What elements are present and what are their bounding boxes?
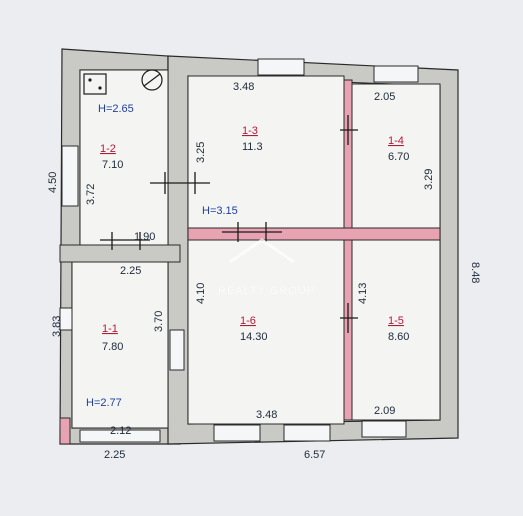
dim-1-4-height: 3.29 bbox=[423, 169, 435, 190]
height-label-1-1: H=2.77 bbox=[86, 397, 122, 409]
room-area-1-6: 14.30 bbox=[240, 331, 268, 343]
window-left-1-1 bbox=[59, 307, 73, 331]
watermark-brand: REALTY GROUP bbox=[218, 285, 315, 297]
dim-left-outer: 4.50 bbox=[47, 172, 59, 193]
dim-1-5-height: 4.13 bbox=[357, 283, 369, 304]
partition-horizontal bbox=[187, 227, 441, 241]
stove-icon bbox=[83, 73, 107, 95]
dim-1-1-height-outer: 3.83 bbox=[51, 316, 63, 337]
dim-top-1-3: 3.48 bbox=[233, 81, 254, 93]
room-1-6 bbox=[187, 239, 345, 425]
room-1-4 bbox=[351, 83, 441, 229]
room-area-1-3: 11.3 bbox=[242, 141, 263, 153]
dim-bottom-1-6: 3.48 bbox=[256, 409, 277, 421]
window-bottom-1-6 bbox=[213, 424, 261, 442]
watermark-house-icon bbox=[229, 238, 295, 264]
door-1-2-1-3 bbox=[150, 172, 210, 194]
boiler-icon bbox=[141, 69, 163, 91]
door-1-6-1-5 bbox=[340, 303, 358, 333]
dim-1-3-height: 3.25 bbox=[195, 142, 207, 163]
room-id-1-2: 1-2 bbox=[100, 143, 116, 155]
dim-1-6-height: 4.10 bbox=[195, 283, 207, 304]
window-bottom-1-5 bbox=[361, 420, 407, 438]
dim-bottom-outer-main: 6.57 bbox=[304, 449, 325, 461]
room-id-1-1: 1-1 bbox=[102, 323, 118, 335]
door-1-3-1-4 bbox=[340, 115, 358, 145]
room-1-5 bbox=[351, 239, 441, 421]
window-top-1-3 bbox=[257, 58, 305, 76]
room-id-1-6: 1-6 bbox=[240, 315, 256, 327]
window-top-1-4 bbox=[373, 65, 419, 83]
door-1-2-1-1 bbox=[100, 232, 150, 250]
room-1-2 bbox=[79, 69, 169, 246]
room-id-1-3: 1-3 bbox=[242, 125, 258, 137]
dim-bottom-1-5: 2.09 bbox=[374, 405, 395, 417]
room-1-1 bbox=[71, 261, 169, 429]
window-bottom-1-1 bbox=[79, 429, 161, 443]
room-area-1-4: 6.70 bbox=[388, 151, 409, 163]
room-id-1-5: 1-5 bbox=[388, 315, 404, 327]
dim-bottom-outer-annex: 2.25 bbox=[104, 449, 125, 461]
height-label-main: H=3.15 bbox=[202, 205, 238, 217]
room-id-1-4: 1-4 bbox=[388, 135, 404, 147]
window-side-1-1 bbox=[169, 329, 185, 371]
dim-1-1-width-bottom: 2.12 bbox=[110, 425, 131, 437]
room-area-1-1: 7.80 bbox=[102, 341, 123, 353]
dim-1-1-height: 3.70 bbox=[153, 311, 165, 332]
corner-pink-block bbox=[59, 417, 71, 445]
height-label-1-2: H=2.65 bbox=[98, 103, 134, 115]
partition-vertical bbox=[343, 79, 353, 421]
room-1-3 bbox=[187, 75, 345, 229]
room-area-1-5: 8.60 bbox=[388, 331, 409, 343]
dim-top-1-4: 2.05 bbox=[374, 91, 395, 103]
window-left-1-2 bbox=[61, 145, 79, 207]
dim-1-2-height: 3.72 bbox=[85, 184, 97, 205]
dim-1-1-width-top: 2.25 bbox=[120, 265, 141, 277]
door-1-6-hall bbox=[222, 222, 282, 242]
room-area-1-2: 7.10 bbox=[102, 159, 123, 171]
watermark: REALTY GROUP bbox=[218, 238, 315, 297]
wall-between-annex-rooms bbox=[59, 244, 181, 263]
window-bottom-1-6b bbox=[283, 424, 331, 442]
dim-right-outer: 8.48 bbox=[469, 262, 481, 283]
dim-1-2-width: 1.90 bbox=[134, 231, 155, 243]
